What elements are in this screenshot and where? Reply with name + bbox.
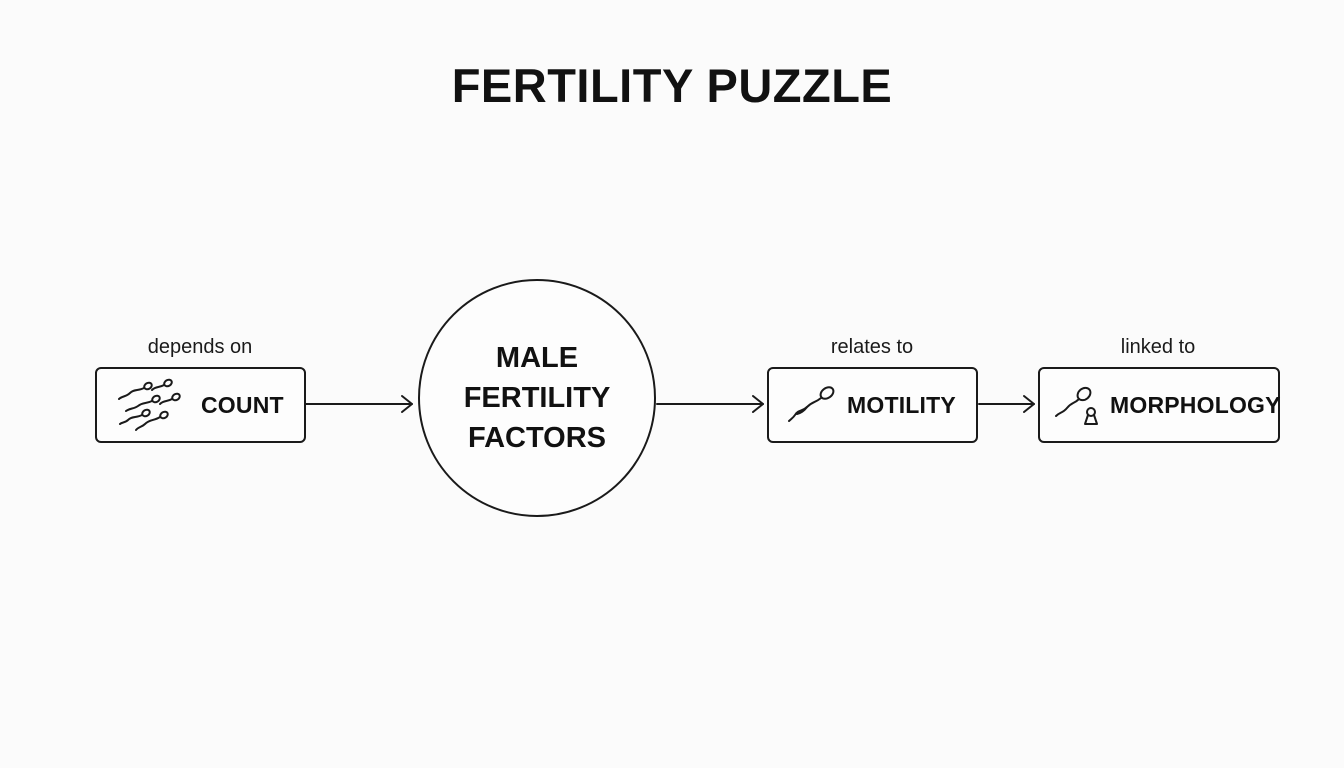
sperm-icon xyxy=(787,383,839,427)
node-motility-label: MOTILITY xyxy=(847,391,956,418)
center-line-3: FACTORS xyxy=(467,422,607,454)
center-line-1: MALE xyxy=(495,342,579,374)
sperm-group-icon xyxy=(115,377,185,433)
diagram-title: FERTILITY PUZZLE xyxy=(451,59,893,112)
edge-label-count: depends on xyxy=(147,336,253,358)
sperm-keyhole-icon xyxy=(1054,382,1110,428)
node-morphology: MORPHOLOGY xyxy=(1038,367,1280,443)
edge-label-morphology: linked to xyxy=(1120,336,1196,358)
node-count-label: COUNT xyxy=(201,391,284,418)
arrowhead-motility-to-morphology xyxy=(1023,395,1035,413)
center-node: MALE FERTILITY FACTORS xyxy=(418,279,656,517)
arrowhead-count-to-center xyxy=(401,395,413,413)
edge-label-motility: relates to xyxy=(830,336,914,358)
node-motility: MOTILITY xyxy=(767,367,978,443)
arrowhead-center-to-motility xyxy=(752,395,764,413)
node-count: COUNT xyxy=(95,367,306,443)
center-line-2: FERTILITY xyxy=(463,382,611,414)
node-morphology-label: MORPHOLOGY xyxy=(1110,391,1281,418)
